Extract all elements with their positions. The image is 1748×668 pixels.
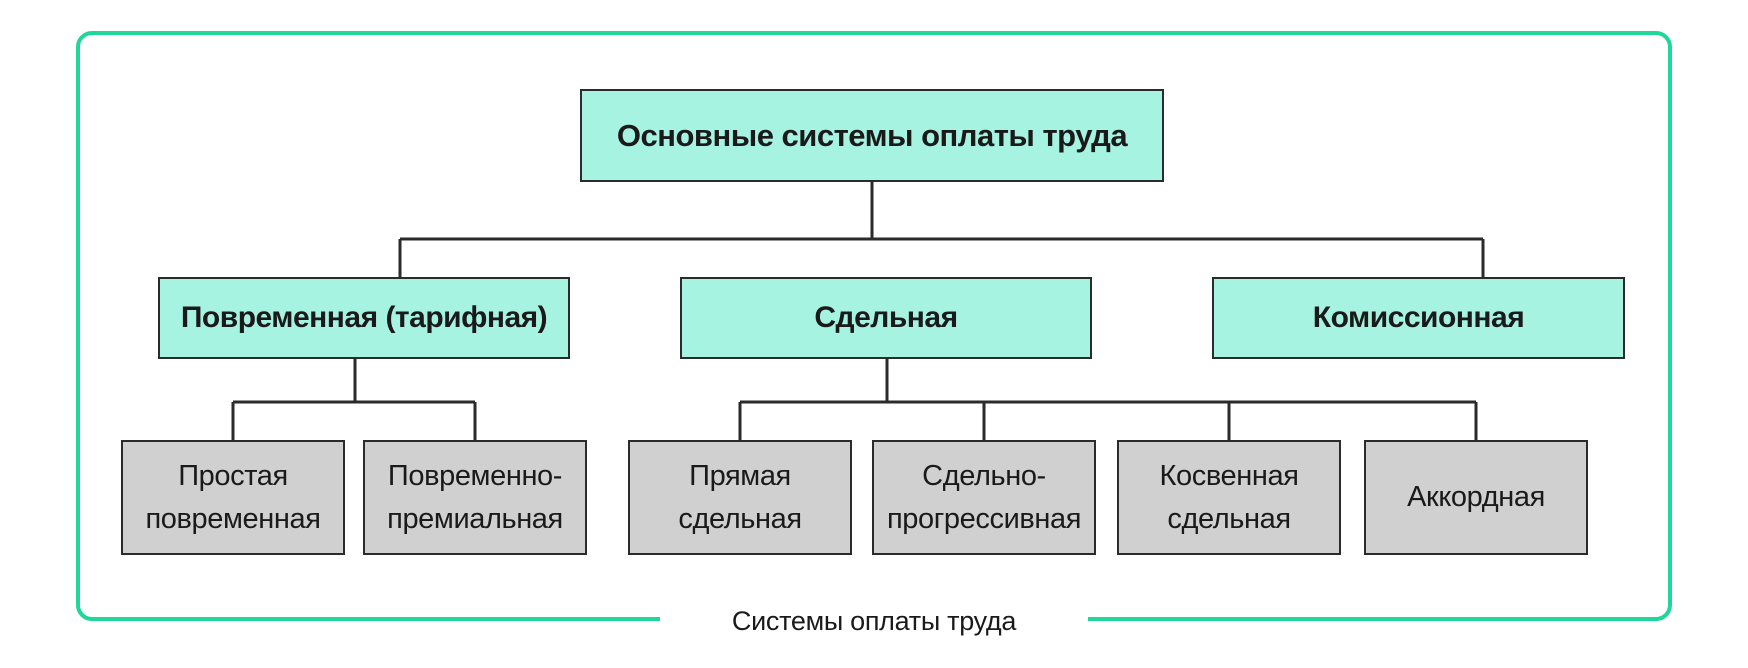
category-label-commission: Комиссионная [1312,301,1525,334]
subtype-label-time-bonus: Повременно- премиальная [387,460,563,535]
category-node-piecework: Сдельная [680,277,1092,359]
subtype-label-direct-piece: Прямая сдельная [678,460,802,535]
subtype-node-piece-progressive: Сдельно- прогрессивная [872,440,1096,555]
subtype-label-lump-sum: Аккордная [1407,481,1545,514]
root-node: Основные системы оплаты труда [580,89,1164,182]
category-label-piecework: Сдельная [814,301,958,334]
category-node-time-based: Повременная (тарифная) [158,277,570,359]
category-label-time-based: Повременная (тарифная) [180,301,548,334]
subtype-node-simple-time: Простая повременная [121,440,345,555]
subtype-node-lump-sum: Аккордная [1364,440,1588,555]
subtype-node-indirect-piece: Косвенная сдельная [1117,440,1341,555]
category-node-commission: Комиссионная [1212,277,1625,359]
subtype-label-simple-time: Простая повременная [145,460,321,535]
subtype-node-direct-piece: Прямая сдельная [628,440,852,555]
root-node-label: Основные системы оплаты труда [616,117,1128,153]
subtype-label-indirect-piece: Косвенная сдельная [1159,460,1299,535]
subtype-label-piece-progressive: Сдельно- прогрессивная [886,460,1082,535]
connector-lines [231,182,1485,440]
subtype-node-time-bonus: Повременно- премиальная [363,440,587,555]
diagram-caption: Системы оплаты труда [660,603,1088,639]
